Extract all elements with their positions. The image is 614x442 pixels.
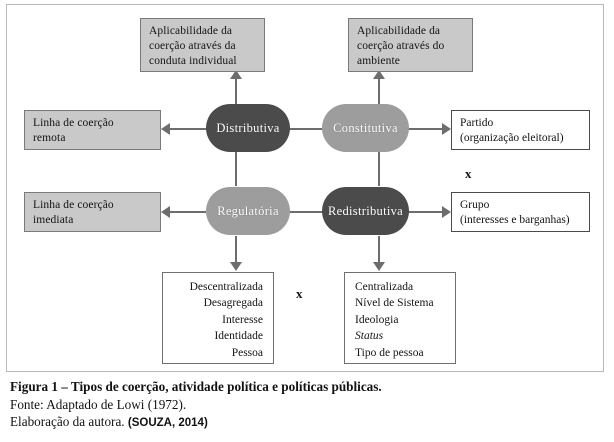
list-item: Descentralizada [189, 281, 263, 293]
connector-constitutiva-to-partido [408, 128, 442, 130]
list-item: Tipo de pessoa [355, 346, 424, 359]
box-line: coerção através da [149, 40, 236, 52]
arrowhead-left-upper [161, 123, 170, 135]
arrowhead-right-upper [442, 123, 451, 135]
arrowhead-up-right [373, 70, 385, 79]
box-line: ambiente [357, 55, 400, 67]
connector-regulatoria-redistributiva [288, 211, 324, 213]
box-line: Partido [460, 117, 494, 129]
node-distributiva[interactable]: Distributiva [206, 104, 290, 152]
node-label: Redistributiva [327, 203, 404, 218]
list-item: Identidade [214, 330, 263, 343]
connector-distributiva-to-aplicabilidade-conduta [235, 78, 237, 104]
box-aplicabilidade-ambiente: Aplicabilidade da coerção através do amb… [348, 18, 473, 72]
list-centralizada: Centralizada Nível de Sistema Ideologia … [344, 272, 456, 364]
box-line: coerção através do [357, 40, 445, 52]
box-line: Aplicabilidade da [357, 25, 441, 37]
figure-caption: Figura 1 – Tipos de coerção, atividade p… [10, 378, 610, 433]
x-marker-bottom: x [296, 286, 303, 301]
caption-citation: (SOUZA, 2014) [127, 417, 208, 429]
list-item: Ideologia [355, 313, 399, 326]
caption-elaboration-text: Elaboração da autora. [10, 414, 125, 429]
list-item: Pessoa [231, 346, 263, 359]
box-line: Aplicabilidade da [149, 25, 233, 37]
connector-regulatoria-to-linha-imediata [170, 211, 206, 213]
box-line: remota [33, 132, 66, 144]
node-redistributiva[interactable]: Redistributiva [322, 187, 409, 235]
arrowhead-up-left [230, 70, 242, 79]
box-line: conduta individual [149, 55, 237, 67]
x-marker-right: x [465, 166, 472, 181]
box-line: Linha de coerção [33, 199, 114, 211]
connector-constitutiva-to-aplicabilidade-ambiente [378, 78, 380, 104]
connector-constitutiva-redistributiva [378, 152, 380, 186]
box-partido: Partido (organização eleitoral) [451, 110, 590, 150]
list-item: Status [355, 330, 384, 343]
node-constitutiva[interactable]: Constitutiva [322, 104, 409, 152]
box-grupo: Grupo (interesses e barganhas) [451, 192, 590, 232]
caption-title: Figura 1 – Tipos de coerção, atividade p… [10, 379, 382, 394]
arrowhead-left-lower [161, 206, 170, 218]
box-line: Linha de coerção [33, 117, 114, 129]
arrowhead-down-left [230, 262, 242, 271]
connector-regulatoria-to-lista-descentralizada [235, 236, 237, 264]
list-descentralizada: Descentralizada Desagregada Interesse Id… [162, 272, 274, 364]
box-linha-coercao-remota: Linha de coerção remota [24, 110, 161, 150]
node-label: Regulatória [217, 203, 279, 218]
box-aplicabilidade-conduta: Aplicabilidade da coerção através da con… [140, 18, 265, 72]
box-line: (interesses e barganhas) [460, 214, 570, 226]
box-line: (organização eleitoral) [460, 132, 564, 144]
box-line: Grupo [460, 199, 490, 211]
node-regulatoria[interactable]: Regulatória [206, 187, 290, 235]
list-item: Desagregada [203, 297, 263, 310]
figure-border [6, 4, 604, 372]
node-label: Constitutiva [333, 120, 398, 135]
connector-redistributiva-to-lista-centralizada [378, 236, 380, 264]
caption-elaboration: Elaboração da autora. (SOUZA, 2014) [10, 413, 610, 433]
list-item: Interesse [222, 313, 263, 326]
list-item: Centralizada [355, 281, 414, 293]
caption-source: Fonte: Adaptado de Lowi (1972). [10, 396, 187, 412]
arrowhead-down-right [373, 262, 385, 271]
connector-redistributiva-to-grupo [408, 211, 442, 213]
connector-distributiva-to-linha-remota [170, 128, 206, 130]
connector-distributiva-regulatoria [235, 152, 237, 186]
box-linha-coercao-imediata: Linha de coerção imediata [24, 192, 161, 232]
connector-distributiva-constitutiva [288, 128, 324, 130]
node-label: Distributiva [216, 120, 280, 135]
list-item: Nível de Sistema [355, 297, 434, 310]
arrowhead-right-lower [442, 206, 451, 218]
box-line: imediata [33, 214, 74, 226]
